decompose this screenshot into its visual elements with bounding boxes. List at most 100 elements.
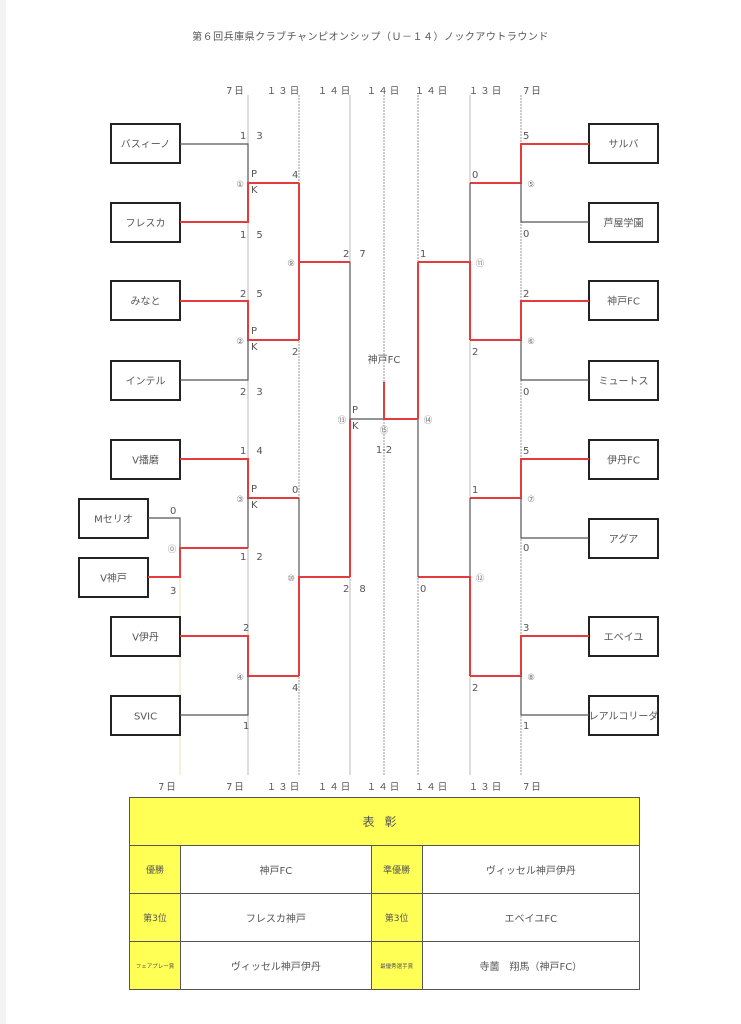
score-label: 1 <box>420 249 426 260</box>
day-label: １３日 <box>469 86 504 97</box>
match-number: ⑫ <box>476 574 485 584</box>
award-value: 寺薗 翔馬（神戸FC） <box>421 941 641 990</box>
team-name: インテル <box>126 377 166 388</box>
team-box <box>110 123 181 164</box>
team-box <box>588 695 659 736</box>
score-label: 0 <box>523 543 529 554</box>
day-label: １３日 <box>267 782 302 793</box>
team-box <box>78 557 149 598</box>
award-label: 第3位 <box>370 893 423 942</box>
bracket-line <box>180 340 249 381</box>
score-label: 1 <box>243 721 249 732</box>
pk-marker: P <box>352 405 358 416</box>
award-value: エベイユFC <box>421 893 641 942</box>
awards-header: 表彰 <box>129 797 640 846</box>
match-number: ⑭ <box>424 416 433 426</box>
award-label: 第3位 <box>129 893 181 942</box>
bracket-line <box>470 635 589 677</box>
team-name: バスィーノ <box>121 139 170 151</box>
award-value: ヴィッセル神戸伊丹 <box>421 845 641 894</box>
pk-marker: K <box>251 185 258 196</box>
day-label: １４日 <box>367 86 402 97</box>
award-value: ヴィッセル神戸伊丹 <box>180 941 372 990</box>
score-label: 1 <box>523 721 529 732</box>
score-label: 0 <box>292 485 298 496</box>
match-number: ⑪ <box>476 259 485 269</box>
pk-marker: K <box>251 342 258 353</box>
page-edge <box>0 0 6 1024</box>
score-label: 1 4 <box>240 446 263 457</box>
score-label: 2 8 <box>343 584 366 595</box>
awards-row: 優勝 神戸FC 準優勝 ヴィッセル神戸伊丹 <box>129 845 641 894</box>
team-box <box>110 616 181 657</box>
match-number: ⑨ <box>287 259 295 269</box>
score-label: 2 <box>292 347 298 358</box>
match-number: ① <box>236 180 244 190</box>
bracket-line <box>298 576 350 676</box>
award-label: フェアプレー賞 <box>129 941 181 990</box>
team-name: 芦屋学園 <box>604 217 644 230</box>
match-number: ⓪ <box>168 545 177 555</box>
day-label: 7日 <box>226 782 246 793</box>
score-label: 1 3 <box>240 131 263 142</box>
pk-marker: P <box>251 169 257 180</box>
score-label: 2 <box>243 623 249 634</box>
award-label: 最優秀選手賞 <box>370 941 423 990</box>
match-number: ⑩ <box>287 574 295 584</box>
day-label: １４日 <box>415 782 450 793</box>
final-score: 1-2 <box>376 445 392 456</box>
bracket-line <box>180 143 249 183</box>
match-number: ② <box>236 337 244 347</box>
bracket-line <box>418 576 471 676</box>
awards-row: フェアプレー賞 ヴィッセル神戸伊丹 最優秀選手賞 寺薗 翔馬（神戸FC） <box>129 941 641 990</box>
score-label: 1 2 <box>240 552 263 563</box>
day-label: １３日 <box>469 782 504 793</box>
award-value: 神戸FC <box>180 845 372 894</box>
team-box <box>588 280 659 321</box>
bracket-line <box>180 182 299 223</box>
score-label: 2 3 <box>240 387 263 398</box>
match-number: ⑦ <box>527 495 535 505</box>
award-label: 準優勝 <box>370 845 423 894</box>
match-number: ③ <box>236 495 244 505</box>
pk-marker: K <box>251 500 258 511</box>
day-label: １４日 <box>415 86 450 97</box>
score-label: 3 <box>523 623 529 634</box>
score-label: 5 <box>523 131 529 142</box>
match-number: ⑬ <box>338 416 347 426</box>
team-name: 伊丹FC <box>607 455 640 467</box>
team-name: SVIC <box>134 712 157 723</box>
day-label: １３日 <box>267 86 302 97</box>
awards-table: 表彰 優勝 神戸FC 準優勝 ヴィッセル神戸伊丹 第3位 フレスカ神戸 第3位 … <box>129 797 641 990</box>
team-box <box>110 695 181 736</box>
day-label: １４日 <box>318 86 353 97</box>
bracket-line <box>180 300 299 341</box>
day-label: 7日 <box>523 782 543 793</box>
team-name: レアルコリーダ <box>589 710 659 723</box>
match-number: ⑥ <box>527 337 535 347</box>
team-box <box>588 123 659 164</box>
team-name: 神戸FC <box>607 295 640 308</box>
score-label: 0 <box>523 387 529 398</box>
team-name: V播磨 <box>132 454 159 467</box>
team-box <box>110 439 181 480</box>
bracket-line <box>470 143 589 184</box>
team-name: Mセリオ <box>94 514 133 526</box>
bracket-line <box>470 300 589 341</box>
match-number: ⑤ <box>527 180 535 190</box>
bracket-line <box>180 635 299 677</box>
bracket-line <box>520 676 589 716</box>
bracket-line <box>180 458 299 499</box>
champion-label: 神戸FC <box>368 353 401 366</box>
score-label: 3 <box>170 586 176 597</box>
team-name: V神戸 <box>100 572 127 585</box>
score-label: 1 5 <box>240 230 263 241</box>
day-label: 7日 <box>226 86 246 97</box>
score-label: 0 <box>472 170 478 181</box>
score-label: 2 <box>472 683 478 694</box>
day-label: 7日 <box>523 86 543 97</box>
pk-marker: P <box>251 484 257 495</box>
bracket-line <box>520 498 589 539</box>
awards-row: 第3位 フレスカ神戸 第3位 エベイユFC <box>129 893 641 942</box>
